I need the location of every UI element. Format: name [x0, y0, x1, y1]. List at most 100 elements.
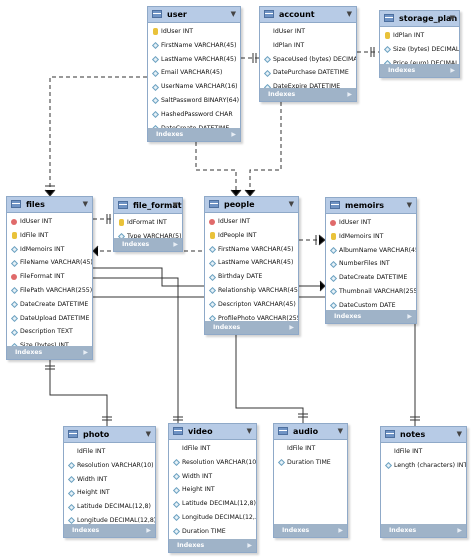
column-row[interactable]: Height INT — [64, 486, 155, 500]
column-row[interactable]: IdFile INT — [274, 442, 347, 456]
collapse-arrow-icon[interactable]: ▼ — [337, 427, 343, 435]
expand-arrow-icon[interactable]: ▶ — [347, 91, 352, 98]
column-row[interactable]: Duration TIME — [169, 525, 256, 539]
column-row[interactable]: IdUser INT — [7, 215, 92, 229]
expand-arrow-icon[interactable]: ▶ — [83, 349, 88, 356]
column-row[interactable]: FilePath VARCHAR(255) — [7, 284, 92, 298]
expand-arrow-icon[interactable]: ▶ — [146, 527, 151, 534]
collapse-arrow-icon[interactable]: ▼ — [82, 200, 88, 208]
column-row[interactable]: Width INT — [64, 473, 155, 487]
entity-header[interactable]: notes▼ — [381, 427, 466, 443]
column-row[interactable]: Duration TIME — [274, 456, 347, 470]
column-row[interactable]: IdFile INT — [381, 445, 466, 459]
column-row[interactable]: IdUser INT — [148, 25, 240, 39]
column-row[interactable]: DateUpload DATETIME — [7, 312, 92, 326]
entity-header[interactable]: people▼ — [205, 197, 298, 213]
column-row[interactable]: FileFormat INT — [7, 270, 92, 284]
indexes-footer[interactable]: Indexes▶ — [7, 346, 92, 359]
entity-header[interactable]: files▼ — [7, 197, 92, 213]
column-row[interactable]: DateCustom DATE — [326, 299, 416, 313]
column-row[interactable]: Description TEXT — [7, 325, 92, 339]
column-row[interactable]: Resolution VARCHAR(10) — [64, 459, 155, 473]
column-row[interactable]: IdFile INT — [169, 442, 256, 456]
indexes-footer[interactable]: Indexes▶ — [169, 539, 256, 552]
expand-arrow-icon[interactable]: ▶ — [231, 131, 236, 138]
column-row[interactable]: SaltPassword BINARY(64) — [148, 94, 240, 108]
expand-arrow-icon[interactable]: ▶ — [289, 324, 294, 331]
expand-arrow-icon[interactable]: ▶ — [247, 542, 252, 549]
collapse-arrow-icon[interactable]: ▼ — [288, 200, 294, 208]
column-row[interactable]: HashedPassword CHAR — [148, 108, 240, 122]
column-row[interactable]: Latitude DECIMAL(12,8) — [169, 497, 256, 511]
indexes-footer[interactable]: Indexes▶ — [260, 88, 356, 101]
column-row[interactable]: IdPlan INT — [380, 29, 459, 43]
collapse-arrow-icon[interactable]: ▼ — [246, 427, 252, 435]
column-row[interactable]: IdPlan INT — [260, 39, 356, 53]
column-row[interactable]: AlbumName VARCHAR(45) — [326, 244, 416, 258]
column-row[interactable]: LastName VARCHAR(45) — [205, 256, 298, 270]
expand-arrow-icon[interactable]: ▶ — [173, 241, 178, 248]
column-row[interactable]: Longitude DECIMAL(12,8) — [64, 514, 155, 528]
column-row[interactable]: FirstName VARCHAR(45) — [205, 243, 298, 257]
column-row[interactable]: LastName VARCHAR(45) — [148, 53, 240, 67]
column-row[interactable]: IdPeople INT — [205, 229, 298, 243]
entity-header[interactable]: video▼ — [169, 424, 256, 440]
column-row[interactable]: FirstName VARCHAR(45) — [148, 39, 240, 53]
column-row[interactable]: Size (bytes) INT — [7, 339, 92, 353]
expand-arrow-icon[interactable]: ▶ — [457, 527, 462, 534]
entity-header[interactable]: photo▼ — [64, 427, 155, 443]
column-row[interactable]: FileName VARCHAR(45) — [7, 256, 92, 270]
entity-header[interactable]: audio▼ — [274, 424, 347, 440]
entity-header[interactable]: storage_plan▼ — [380, 11, 459, 27]
column-row[interactable]: Descripton VARCHAR(45) — [205, 298, 298, 312]
indexes-footer[interactable]: Indexes▶ — [64, 524, 155, 537]
collapse-arrow-icon[interactable]: ▼ — [456, 430, 462, 438]
expand-arrow-icon[interactable]: ▶ — [407, 313, 412, 320]
column-row[interactable]: Size (bytes) DECIMAL — [380, 43, 459, 57]
column-row[interactable]: Type VARCHAR(5) — [114, 230, 182, 244]
collapse-arrow-icon[interactable]: ▼ — [230, 10, 236, 18]
collapse-arrow-icon[interactable]: ▼ — [346, 10, 352, 18]
column-row[interactable]: Height INT — [169, 483, 256, 497]
column-row[interactable]: Price (euro) DECIMAL — [380, 57, 459, 71]
indexes-footer[interactable]: Indexes▶ — [381, 524, 466, 537]
indexes-footer[interactable]: Indexes▶ — [148, 128, 240, 141]
collapse-arrow-icon[interactable]: ▼ — [406, 201, 412, 209]
column-row[interactable]: IdMemoirs INT — [7, 243, 92, 257]
indexes-footer[interactable]: Indexes▶ — [380, 64, 459, 77]
column-row[interactable]: IdFormat INT — [114, 216, 182, 230]
entity-header[interactable]: user▼ — [148, 7, 240, 23]
expand-arrow-icon[interactable]: ▶ — [338, 527, 343, 534]
column-row[interactable]: Latitude DECIMAL(12,8) — [64, 500, 155, 514]
column-row[interactable]: Email VARCHAR(45) — [148, 66, 240, 80]
column-row[interactable]: SpaceUsed (bytes) DECIMAL — [260, 53, 356, 67]
column-row[interactable]: IdUser INT — [326, 216, 416, 230]
column-row[interactable]: Thumbnail VARCHAR(255) — [326, 285, 416, 299]
expand-arrow-icon[interactable]: ▶ — [450, 67, 455, 74]
column-row[interactable]: DateCreate DATETIME — [7, 298, 92, 312]
column-row[interactable]: IdUser INT — [205, 215, 298, 229]
entity-header[interactable]: memoirs▼ — [326, 198, 416, 214]
column-row[interactable]: IdFile INT — [64, 445, 155, 459]
column-row[interactable]: NumberFiles INT — [326, 257, 416, 271]
indexes-footer[interactable]: Indexes▶ — [114, 238, 182, 251]
column-row[interactable]: Relationship VARCHAR(45) — [205, 284, 298, 298]
entity-header[interactable]: account▼ — [260, 7, 356, 23]
indexes-footer[interactable]: Indexes▶ — [326, 310, 416, 323]
column-row[interactable]: Longitude DECIMAL(12,... — [169, 511, 256, 525]
column-row[interactable]: Width INT — [169, 470, 256, 484]
collapse-arrow-icon[interactable]: ▼ — [172, 201, 178, 209]
indexes-footer[interactable]: Indexes▶ — [205, 321, 298, 334]
column-row[interactable]: UserName VARCHAR(16) — [148, 80, 240, 94]
collapse-arrow-icon[interactable]: ▼ — [449, 14, 455, 22]
column-row[interactable]: DateExpire DATETIME — [260, 80, 356, 94]
